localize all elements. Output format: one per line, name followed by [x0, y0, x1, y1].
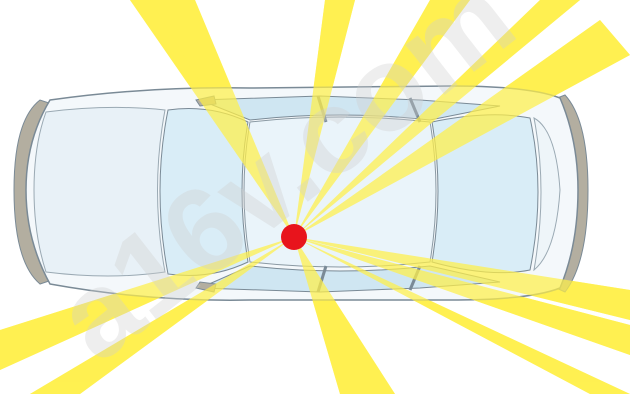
car-diagram: a16v.com [0, 0, 630, 394]
